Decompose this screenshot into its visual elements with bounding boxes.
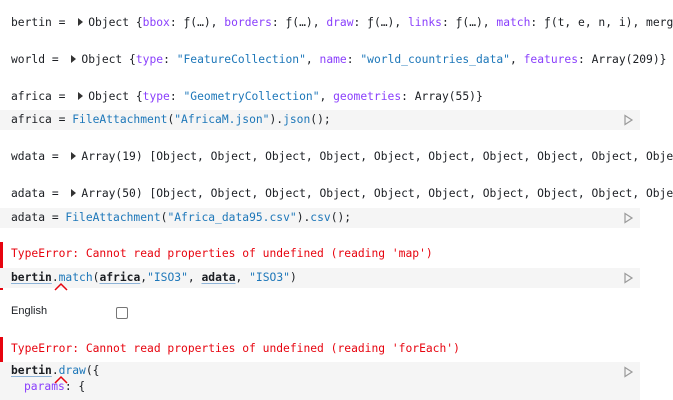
play-icon[interactable] xyxy=(622,212,634,224)
cell-obj: bertin xyxy=(11,271,52,284)
output-var: world xyxy=(11,53,46,66)
output-label: Object xyxy=(81,53,123,66)
output-wdata: wdata = Array(19) [Object, Object, Objec… xyxy=(11,150,673,163)
caret-up-icon xyxy=(54,282,68,291)
output-content: {bbox: ƒ(…), borders: ƒ(…), draw: ƒ(…), … xyxy=(135,16,673,29)
cell-fn: FileAttachment xyxy=(65,211,161,224)
output-content: [Object, Object, Object, Object, Object,… xyxy=(149,150,673,163)
code-cell-adata[interactable]: adata = FileAttachment("Africa_data95.cs… xyxy=(0,208,640,228)
cell-method: json xyxy=(283,113,311,126)
output-bertin: bertin = Object {bbox: ƒ(…), borders: ƒ(… xyxy=(11,16,673,29)
output-label: Object xyxy=(88,16,130,29)
output-label: Array(50) xyxy=(81,187,143,200)
output-var: adata xyxy=(11,187,46,200)
cell-arg-var: adata xyxy=(201,271,236,284)
code-cell-match[interactable]: bertin.match(africa,"ISO3", adata, "ISO3… xyxy=(0,268,640,288)
triangle-right-icon[interactable] xyxy=(71,152,77,160)
play-icon[interactable] xyxy=(622,366,634,378)
cell-arg-str: "ISO3" xyxy=(249,271,290,284)
output-var: bertin xyxy=(11,16,52,29)
cell-var: africa xyxy=(11,113,52,126)
cell-var: adata xyxy=(11,211,46,224)
cell-fn: FileAttachment xyxy=(72,113,168,126)
cell-arg: "Africa_data95.csv" xyxy=(167,211,297,224)
triangle-right-icon[interactable] xyxy=(71,55,77,63)
output-africa: africa = Object {type: "GeometryCollecti… xyxy=(11,90,483,103)
output-content: {type: "FeatureCollection", name: "world… xyxy=(129,53,667,66)
cell-method: match xyxy=(58,271,93,284)
triangle-right-icon[interactable] xyxy=(71,189,77,197)
code-cell-draw[interactable]: bertin.draw({ params: { xyxy=(0,362,640,400)
output-content: [Object, Object, Object, Object, Object,… xyxy=(149,187,673,200)
play-icon[interactable] xyxy=(622,114,634,126)
cell-method: csv xyxy=(310,211,331,224)
cell-arg-var: africa xyxy=(99,271,141,284)
cell-arg: "AfricaM.json" xyxy=(174,113,270,126)
english-checkbox[interactable] xyxy=(116,307,128,319)
play-icon[interactable] xyxy=(622,272,634,284)
error-message-draw: TypeError: Cannot read properties of und… xyxy=(11,342,460,355)
output-content: {type: "GeometryCollection", geometries:… xyxy=(135,90,483,103)
triangle-right-icon[interactable] xyxy=(78,18,84,26)
cell-method: draw xyxy=(58,364,86,377)
error-bar xyxy=(0,242,3,290)
cell-obj: bertin xyxy=(11,364,52,377)
output-world: world = Object {type: "FeatureCollection… xyxy=(11,53,667,66)
output-var: africa xyxy=(11,90,52,103)
error-message-match: TypeError: Cannot read properties of und… xyxy=(11,247,433,260)
output-label: Array(19) xyxy=(81,150,143,163)
english-label: English xyxy=(11,305,48,317)
output-adata: adata = Array(50) [Object, Object, Objec… xyxy=(11,187,673,200)
output-label: Object xyxy=(88,90,130,103)
code-cell-africa[interactable]: africa = FileAttachment("AfricaM.json").… xyxy=(0,110,640,130)
cell-arg-str: "ISO3" xyxy=(147,271,188,284)
cell-param-key: params xyxy=(24,380,65,393)
triangle-right-icon[interactable] xyxy=(78,92,84,100)
output-var: wdata xyxy=(11,150,46,163)
caret-up-icon xyxy=(54,375,68,384)
